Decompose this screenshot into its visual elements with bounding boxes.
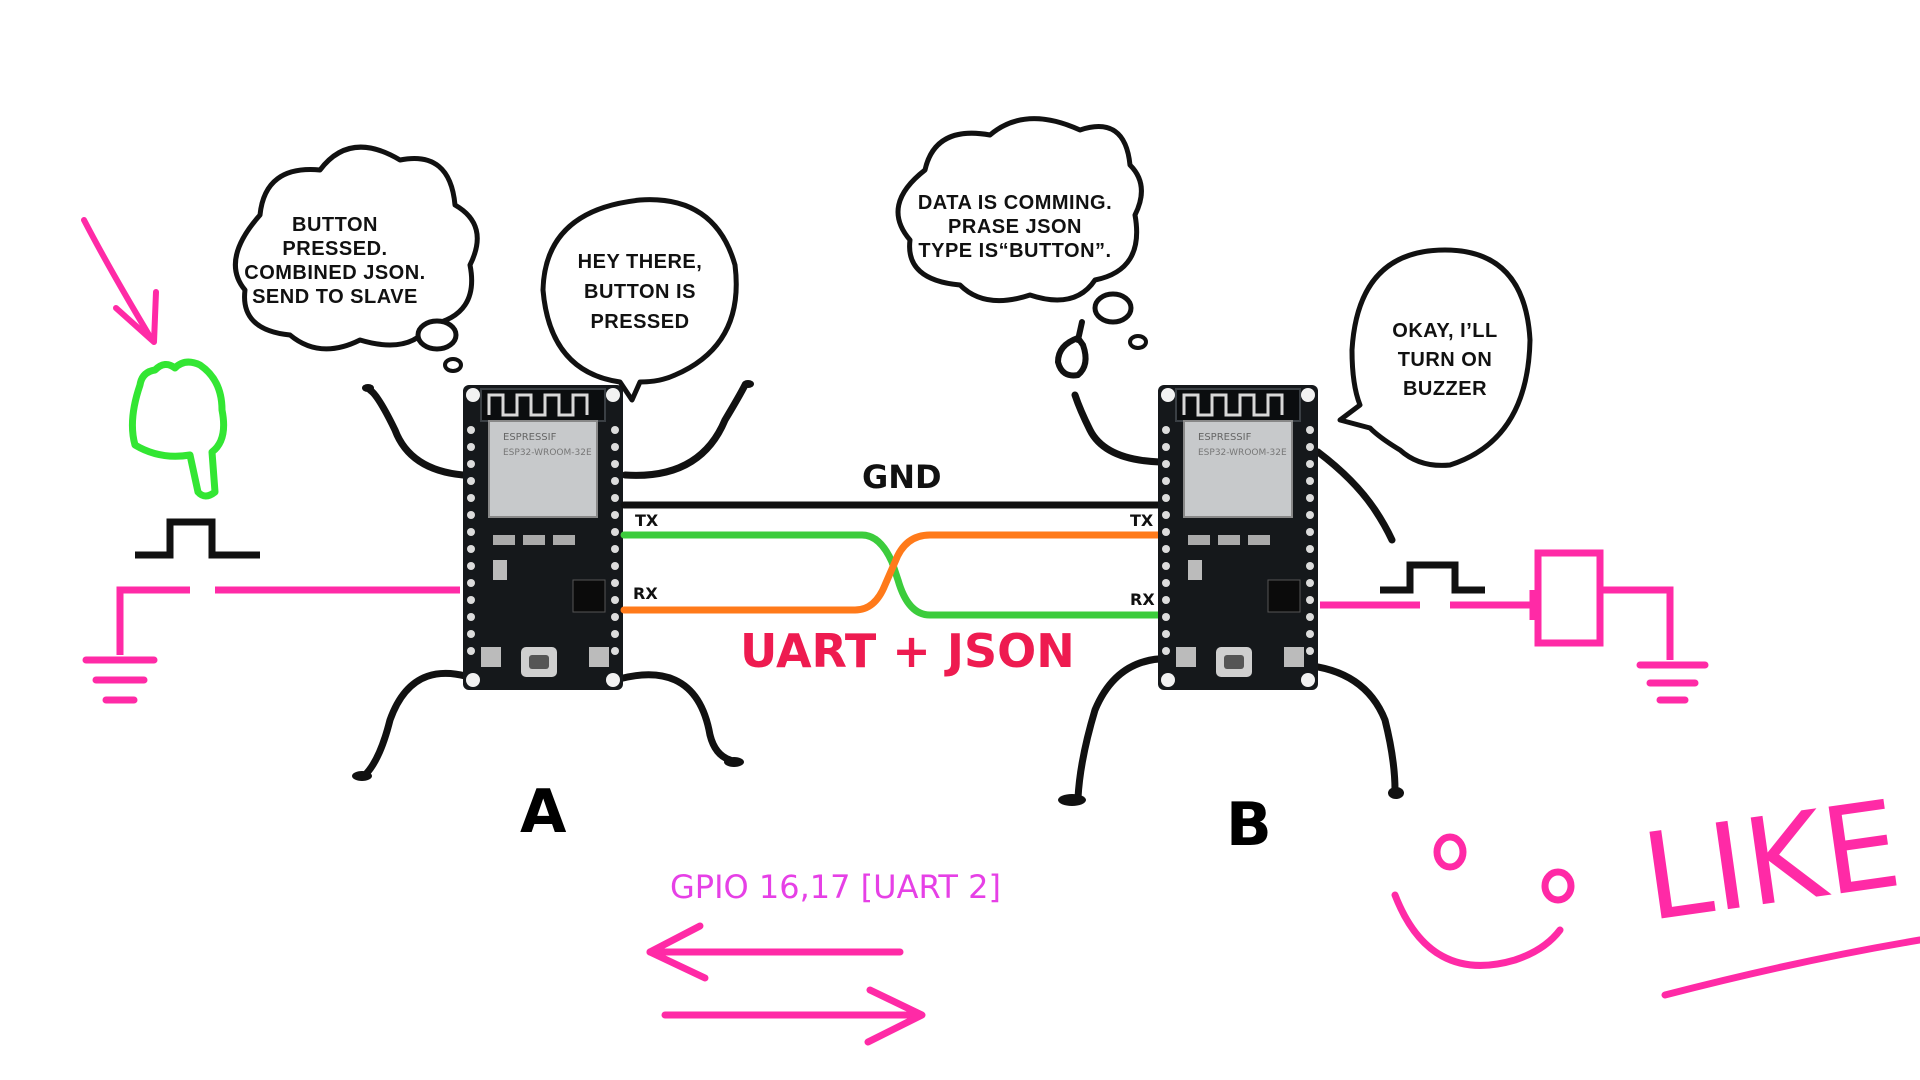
pointing-hand-icon [128,358,228,500]
board-b-limbs [1071,391,1399,802]
board-a-tx-label: TX [635,511,659,530]
board-a-rx-label: RX [633,584,658,603]
speech-b-line-2: TURN ON [1398,349,1493,371]
speech-b-line-3: BUZZER [1403,378,1487,400]
arrow-left-icon [646,922,904,982]
thought-a-line-4: SEND TO SLAVE [252,286,418,308]
like-underline [1661,936,1920,999]
speech-bubble-b: OKAY, I’LL TURN ON BUZZER [1337,247,1533,468]
speech-a-line-1: HEY THERE, [578,251,703,273]
rx-a-to-tx-b-wire [620,531,1164,614]
thought-a-line-3: COMBINED JSON. [244,262,425,284]
thought-a-line-1: BUTTON [292,214,378,236]
thought-b-line-2: PRASE JSON [948,216,1082,238]
arrow-down-icon [81,217,159,345]
esp32-board-b [1156,383,1320,692]
thought-bubble-a: BUTTON PRESSED. COMBINED JSON. SEND TO S… [232,144,480,373]
tx-a-to-rx-b-wire [620,531,1164,619]
board-a-limbs [361,381,749,779]
speech-bubble-a: HEY THERE, BUTTON IS PRESSED [540,197,739,403]
board-b-tx-label: TX [1130,511,1154,530]
smiley-face-icon [1391,833,1575,969]
esp32-board-a [461,383,625,692]
board-b-character: TX RX B [1054,319,1404,860]
speech-a-line-3: PRESSED [590,311,689,333]
board-a-hands [352,380,754,781]
arrow-right-icon [661,986,926,1046]
thought-bubble-b: DATA IS COMMING. PRASE JSON TYPE IS“BUTT… [895,116,1148,350]
uart-json-label: UART + JSON [740,624,1075,678]
board-a-name: A [520,777,567,847]
output-circuit-b [1320,586,1674,660]
thought-b-line-1: DATA IS COMMING. [918,192,1112,214]
ground-symbol-b [1636,661,1709,704]
ground-symbol-a [82,656,158,704]
gnd-label: GND [862,458,942,496]
board-b-name: B [1226,790,1272,860]
push-button-a [135,518,260,559]
thought-a-line-2: PRESSED. [282,238,387,260]
board-b-hands [1054,319,1089,379]
uart-wires [620,501,1164,619]
push-button-b [1380,561,1485,594]
like-label: LIKE [1635,775,1909,948]
board-b-rx-label: RX [1130,590,1155,609]
speech-b-line-1: OKAY, I’LL [1392,320,1497,342]
input-circuit-a [116,586,460,655]
thought-b-line-3: TYPE IS“BUTTON”. [918,240,1111,262]
board-a-character: TX RX A [352,380,754,847]
buzzer-icon [1529,549,1604,647]
speech-a-line-2: BUTTON IS [584,281,696,303]
gpio-label: GPIO 16,17 [UART 2] [670,868,1001,906]
